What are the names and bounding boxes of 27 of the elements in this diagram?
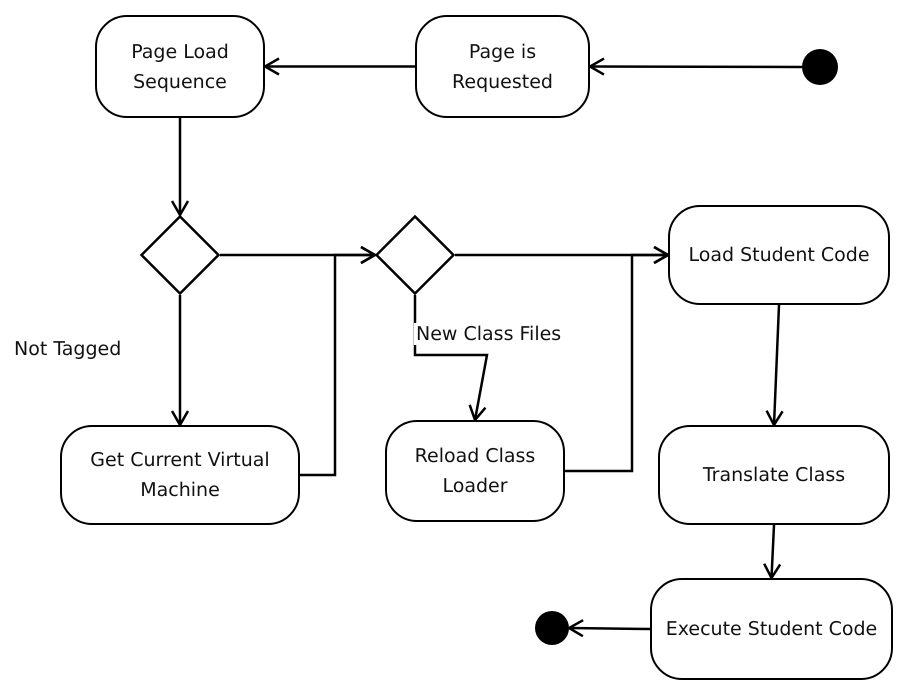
- activity-label: Page Load Sequence: [130, 40, 230, 94]
- activity-label: Execute Student Code: [666, 617, 878, 642]
- activity-label: Get Current Virtual Machine: [89, 448, 271, 503]
- activity-label: Load Student Code: [688, 243, 870, 268]
- arrow: [568, 618, 650, 638]
- activity-box: [385, 420, 565, 522]
- activity-label: Page is Requested: [451, 40, 554, 94]
- arrow: [170, 295, 190, 426]
- arrow: [264, 57, 415, 76]
- arrow: [170, 118, 190, 216]
- activity-box: [60, 425, 300, 525]
- activity-box: [650, 578, 893, 680]
- arrow: [414, 295, 488, 422]
- activity-box: [415, 15, 590, 118]
- arrow: [762, 524, 782, 580]
- activity-label: Translate Class: [702, 463, 846, 488]
- activity-box: [668, 205, 890, 305]
- activity-box: [658, 425, 890, 525]
- arrow: [765, 304, 784, 426]
- activity-box: [95, 15, 265, 118]
- arrow: [300, 246, 376, 476]
- arrow: [588, 57, 802, 76]
- terminal-dot: [802, 49, 838, 85]
- activity-label: Reload Class Loader: [414, 444, 536, 499]
- edge-label: New Class Files: [414, 323, 564, 345]
- terminal-dot: [535, 611, 569, 645]
- arrow: [565, 246, 670, 472]
